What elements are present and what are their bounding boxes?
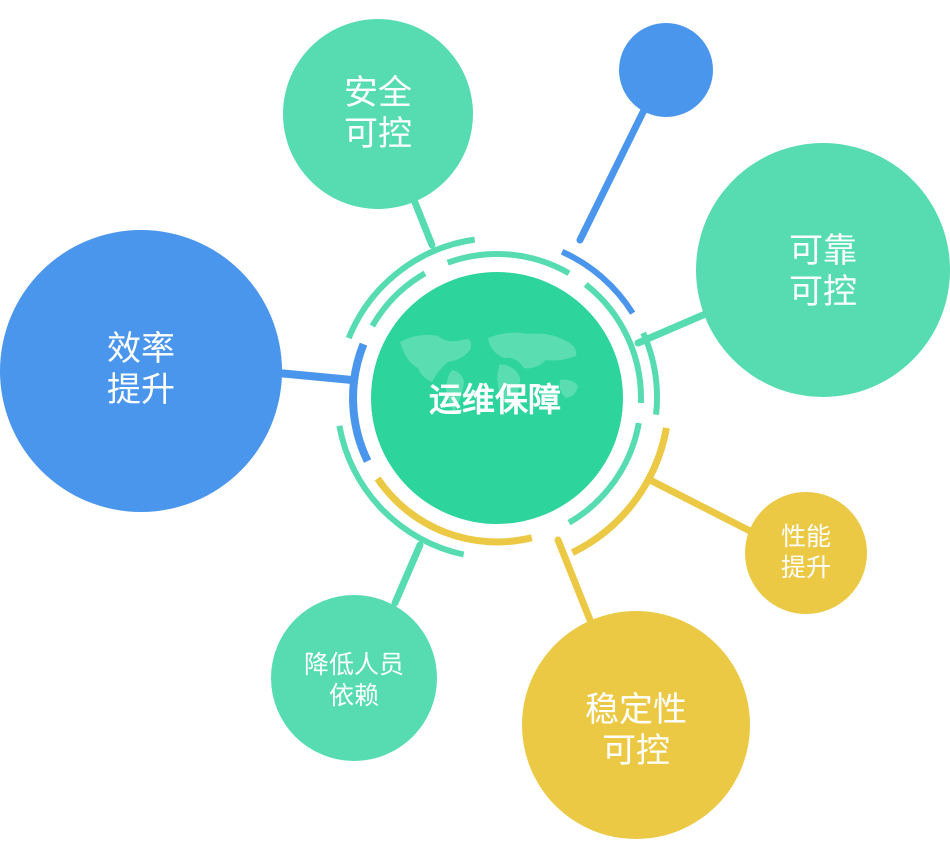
connector-blue-dot: [576, 98, 652, 244]
node-blue-dot: [619, 23, 713, 117]
node-performance-line2: 提升: [780, 553, 831, 582]
node-efficiency-circle: [0, 230, 282, 512]
node-performance-circle: [745, 492, 867, 614]
center-title: 运维保障: [429, 380, 561, 419]
ring-mid-arc-bottom-left: [374, 476, 533, 546]
ring-mid-arc-right: [583, 282, 644, 404]
ring-outer-arc-top-right: [560, 249, 636, 315]
node-dependency-circle: [271, 595, 437, 761]
connector-dependency: [391, 541, 424, 607]
node-efficiency-line1: 效率: [107, 329, 175, 370]
node-reliable-label: 可靠 可控: [763, 222, 883, 322]
ring-mid-arc-left: [349, 342, 372, 463]
node-performance-line1: 性能: [780, 521, 831, 551]
nodes: [0, 19, 950, 839]
node-efficiency-line2: 提升: [107, 370, 175, 410]
node-security-circle: [283, 19, 473, 209]
connector-stability: [554, 536, 594, 624]
node-efficiency-label: 效率 提升: [81, 320, 201, 420]
node-stability-circle: [522, 611, 750, 839]
connectors: [274, 98, 756, 624]
node-dependency-label: 降低人员 依赖: [284, 648, 424, 712]
node-performance-label: 性能 提升: [756, 517, 856, 587]
ring-outer-arc-bottom-right: [570, 427, 670, 556]
world-map-icon: [400, 332, 578, 412]
node-reliable-line1: 可靠: [789, 231, 857, 272]
center-rings: [336, 236, 670, 558]
ring-mid-arc-top: [446, 251, 571, 276]
node-stability-label: 稳定性 可控: [556, 686, 716, 776]
node-reliable-line2: 可控: [789, 272, 857, 312]
connector-performance: [648, 477, 756, 536]
ring-mid-arc-bottom-right: [567, 422, 642, 526]
ring-outer-arc-right: [640, 331, 660, 416]
node-stability-line2: 可控: [602, 731, 670, 771]
node-dependency-line2: 依赖: [328, 681, 379, 710]
node-security-line1: 安全: [344, 73, 412, 114]
ring-mid-arc-top-left: [369, 270, 427, 328]
ring-outer-arc-bottom-left: [336, 425, 465, 558]
connector-efficiency: [274, 369, 356, 384]
connector-reliable: [634, 308, 714, 347]
node-security-label: 安全 可控: [318, 64, 438, 164]
node-reliable-circle: [696, 143, 950, 397]
node-stability-line1: 稳定性: [585, 690, 687, 731]
node-security-line2: 可控: [344, 114, 412, 154]
connector-security: [408, 191, 436, 249]
ring-outer-arc-top-left: [345, 236, 476, 340]
center-circle: [371, 272, 623, 524]
node-dependency-line1: 降低人员: [303, 649, 404, 679]
